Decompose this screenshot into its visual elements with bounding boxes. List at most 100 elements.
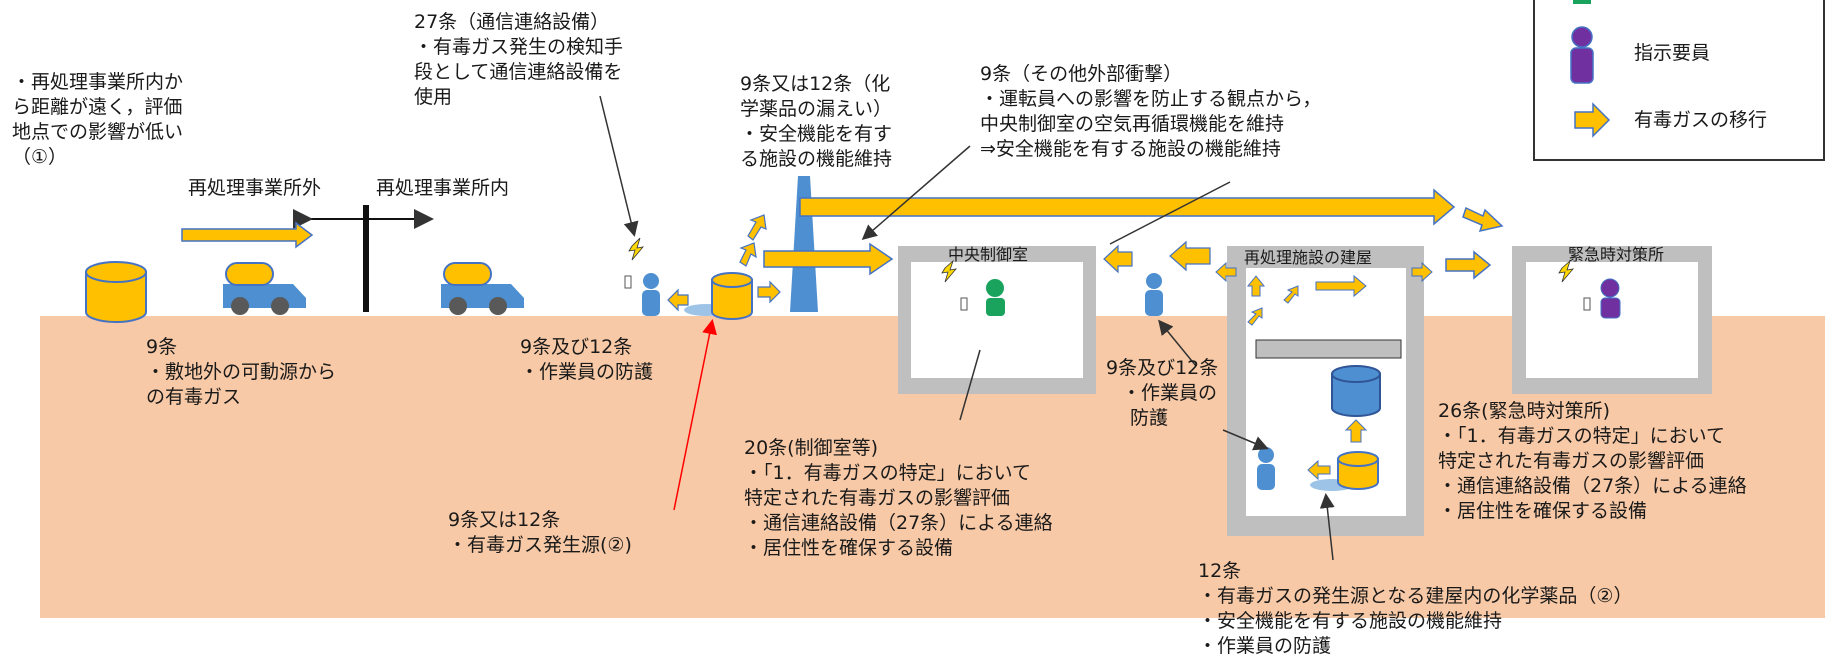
control-room-label: 中央制御室 [948, 245, 1029, 264]
gas-arrow-up-1 [739, 242, 757, 267]
gas-arrow-exit-right [1411, 261, 1433, 283]
note-art9or12-leak: 9条又は12条（化 学薬品の漏えい） ・安全機能を有す る施設の機能維持 [740, 72, 892, 172]
outside-site-label: 再処理事業所外 [188, 177, 322, 199]
legend-instruction-person-icon [1570, 26, 1594, 84]
note-line: ・敷地外の可動源から [146, 361, 337, 383]
radio-icon [624, 275, 632, 289]
note-art9-12-worker-left: 9条及び12条 ・作業員の防護 [520, 335, 653, 385]
note-line: ・「1．有毒ガスの特定」において [744, 462, 1032, 484]
legend-gas-label: 有毒ガスの移行 [1634, 109, 1768, 131]
note-line: ・「1．有毒ガスの特定」において [1438, 425, 1726, 447]
radio-icon [1583, 297, 1591, 311]
instruction-person-purple [1600, 278, 1621, 319]
gas-arrow-long [799, 188, 1456, 226]
note-art27: 27条（通信連絡設備） ・有毒ガス発生の検知手 段として通信連絡設備を 使用 [414, 10, 623, 110]
emergency-office-building [1512, 246, 1712, 394]
note-line: 27条（通信連絡設備） [414, 11, 610, 33]
gas-arrow-inside-up-2 [1247, 307, 1263, 326]
gas-arrow-exit-left [1215, 261, 1237, 283]
inside-site-label: 再処理事業所内 [376, 177, 510, 199]
leader-lines [599, 95, 1335, 561]
note-line: ・通信連絡設備（27条）による連絡 [1438, 475, 1747, 497]
gas-arrow-inside-up-3 [1283, 285, 1299, 304]
note-line: る施設の機能維持 [740, 148, 893, 170]
truck-offsite [223, 262, 306, 315]
gas-arrow-up-2 [747, 214, 767, 241]
legend [1533, 0, 1825, 161]
note-line: 9条 [146, 336, 178, 358]
note-line: ・居住性を確保する設備 [744, 537, 954, 559]
gas-arrow-inside-right [1315, 274, 1367, 298]
worker-mid [1145, 273, 1163, 316]
note-line: 9条及び12条 [1106, 357, 1219, 379]
lightning-icon [1558, 259, 1575, 283]
note-line: 20条(制御室等) [744, 437, 879, 459]
offsite-tank [85, 261, 147, 323]
worker-indoor [1257, 447, 1275, 490]
legend-instruction-label: 指示要員 [1634, 42, 1711, 64]
gas-arrow-to-emergency [1445, 250, 1492, 280]
operator-green-person [986, 279, 1005, 316]
yellow-tank-indoor [1337, 451, 1379, 490]
gas-arrow-to-stack [757, 280, 781, 304]
note-art26: 26条(緊急時対策所) ・「1．有毒ガスの特定」において 特定された有毒ガスの影… [1438, 399, 1747, 524]
note-line: 段として通信連絡設備を [414, 61, 623, 83]
site-boundary [293, 205, 434, 312]
note-line: ・作業員の [1122, 382, 1218, 404]
note-line: ・居住性を確保する設備 [1438, 500, 1648, 522]
legend-gas-arrow-icon [1574, 102, 1611, 138]
worker-left [624, 237, 660, 316]
note-line: ら距離が遠く，評価 [12, 96, 183, 118]
gas-arrow-to-indoor-worker [1307, 459, 1331, 481]
blue-tank [1331, 365, 1381, 417]
note-line: ・安全機能を有す [740, 123, 893, 145]
note-art12: 12条 ・有毒ガスの発生源となる建屋内の化学薬品（②） ・安全機能を有する施設の… [1198, 559, 1632, 659]
truck-onsite [441, 262, 524, 315]
stack [790, 176, 818, 312]
gas-arrow-into-control [763, 242, 894, 276]
note-line: ⇒安全機能を有する施設の機能維持 [980, 138, 1281, 160]
note-line: 特定された有毒ガスの影響評価 [744, 487, 1011, 509]
note-line: 26条(緊急時対策所) [1438, 400, 1611, 422]
lightning-icon [628, 237, 645, 261]
gas-arrow-tank-up [1344, 419, 1368, 443]
gas-arrow-descending [1462, 206, 1504, 233]
gas-arrow-inside-up-1 [1246, 275, 1266, 297]
note-line: 12条 [1198, 560, 1242, 582]
radio-icon [960, 297, 968, 311]
facility-floor-slab [1255, 339, 1402, 359]
offsite-gas-arrow [181, 221, 314, 249]
note-line: 学薬品の漏えい） [740, 98, 893, 120]
control-room-building [898, 246, 1096, 394]
note-line: （①） [12, 146, 68, 168]
note-line: ・再処理事業所内か [12, 71, 184, 93]
note-line: 特定された有毒ガスの影響評価 [1438, 450, 1705, 472]
note-line: 地点での影響が低い [12, 121, 184, 143]
note-art9-offsite: 9条 ・敷地外の可動源から の有毒ガス [146, 335, 336, 410]
leak-tank [684, 272, 753, 320]
note-line: ・安全機能を有する施設の機能維持 [1198, 610, 1503, 632]
gas-arrow-from-building-1 [1169, 240, 1211, 272]
note-line: 9条（その他外部衝撃） [980, 63, 1183, 85]
note-art9or12-source: 9条又は12条 ・有毒ガス発生源(②) [448, 508, 632, 558]
facility-building [1215, 246, 1433, 536]
note-line: 中央制御室の空気再循環機能を維持 [980, 113, 1285, 135]
note-line: ・通信連絡設備（27条）による連絡 [744, 512, 1053, 534]
note-art20: 20条(制御室等) ・「1．有毒ガスの特定」において 特定された有毒ガスの影響評… [744, 436, 1053, 561]
note-line: ・作業員の防護 [1198, 635, 1332, 657]
note-line: の有毒ガス [146, 386, 242, 408]
emergency-office-label: 緊急時対策所 [1568, 245, 1665, 264]
note-art9-other: 9条（その他外部衝撃） ・運転員への影響を防止する観点から， 中央制御室の空気再… [980, 62, 1321, 162]
note-line: 9条又は12条（化 [740, 73, 891, 95]
note-line: 9条及び12条 [520, 336, 633, 358]
note-line: 9条又は12条 [448, 509, 561, 531]
note-art9-12-worker-mid: 9条及び12条 ・作業員の 防護 [1106, 356, 1218, 431]
gas-arrow-to-worker [667, 288, 689, 312]
note-line: 使用 [414, 86, 453, 108]
note-line: ・作業員の防護 [520, 361, 654, 383]
gas-arrow-to-control-right [1103, 244, 1133, 274]
note-line: 防護 [1130, 407, 1169, 429]
lightning-icon [941, 259, 958, 283]
